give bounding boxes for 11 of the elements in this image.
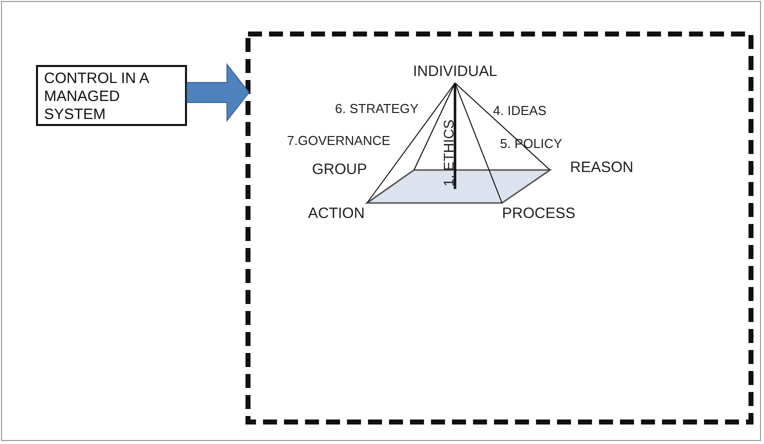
corner-label: ACTION [308, 206, 365, 221]
corner-label: PROCESS [502, 206, 576, 221]
corner-label: REASON [570, 160, 634, 175]
axis-label: 1. ETHICS [440, 120, 455, 186]
corner-label: GROUP [312, 162, 368, 177]
arrow [186, 63, 250, 122]
process-box: CONTROL IN A MANAGED SYSTEM [36, 65, 187, 126]
apex-label: INDIVIDUAL [413, 64, 498, 79]
edge-side-label: 6. STRATEGY [335, 102, 419, 115]
edge-side-label: 7.GOVERNANCE [287, 134, 390, 147]
edge-side-label: 4. IDEAS [493, 104, 546, 117]
